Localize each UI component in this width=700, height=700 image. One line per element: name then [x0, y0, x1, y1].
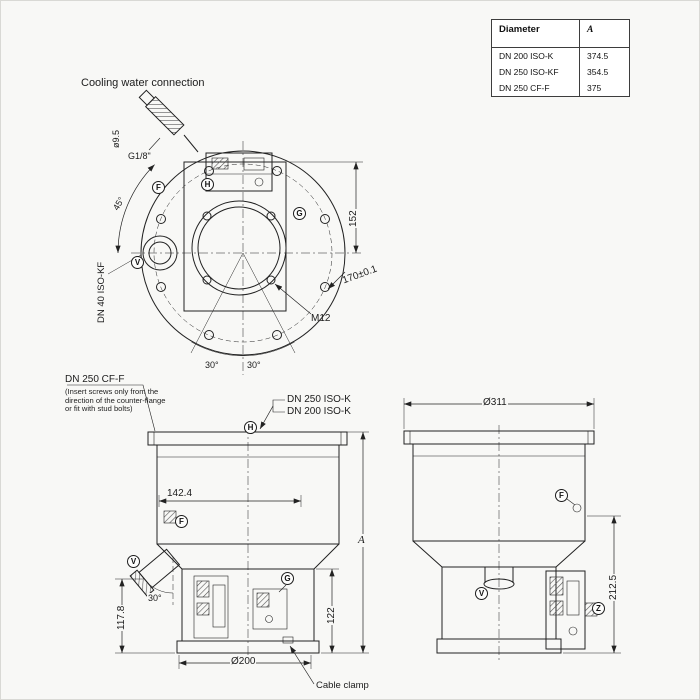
cable-clamp-label: Cable clamp — [316, 680, 369, 691]
side-body — [412, 443, 586, 542]
side-view-linework — [403, 425, 598, 663]
cable-clamp-leader — [289, 645, 315, 685]
spec-diameter-value: DN 250 ISO-KF — [499, 67, 559, 77]
dn250-isok-label: DN 250 ISO-K — [287, 394, 351, 405]
side-f-leader — [566, 498, 576, 506]
marker-z-side: Z — [592, 602, 605, 615]
dn40-flange-label: DN 40 ISO-KF — [96, 261, 107, 323]
marker-f-front: F — [175, 515, 188, 528]
center-tapped-holes — [202, 211, 276, 285]
cable-clamp-detail — [282, 636, 294, 644]
dn40-port-inner — [148, 241, 172, 265]
front-body — [156, 444, 340, 545]
isok-label-bracket — [272, 399, 285, 413]
spec-diameter-value: DN 250 CF-F — [499, 83, 550, 93]
dim-1178-label: 117.8 — [116, 604, 128, 631]
thread-g18-label: G1/8" — [128, 151, 151, 161]
angle-45-arc — [115, 164, 155, 254]
dn250-cff-label: DN 250 CF-F — [65, 374, 125, 385]
marker-v-side: V — [475, 587, 488, 600]
side-taper — [412, 540, 586, 568]
dim-311-label: Ø311 — [482, 397, 508, 409]
side-water-port-detail — [572, 503, 582, 513]
thread-m12-label: M12 — [311, 313, 331, 324]
dn250-cff-note: (Insert screws only from the direction o… — [65, 387, 166, 414]
g18-leader — [148, 137, 161, 151]
table-row: DN 250 CF-F 375 — [492, 80, 630, 97]
angle-30-right-label: 30° — [246, 360, 262, 371]
pipe-diameter-label: ø9.5 — [111, 129, 121, 148]
dim-1424-label: 142.4 — [167, 488, 193, 499]
cf-label-leader — [67, 384, 156, 432]
marker-f-top: F — [152, 181, 165, 194]
marker-v-top: V — [131, 256, 144, 269]
side-base-plate — [436, 638, 562, 654]
isok-label-leader — [259, 405, 274, 430]
spec-a-value: 375 — [579, 80, 630, 97]
angle-30-arc — [191, 341, 295, 356]
spec-table: Diameter A DN 200 ISO-K 374.5 DN 250 ISO… — [491, 19, 630, 97]
front-angle-30-label: 30° — [147, 593, 163, 604]
fitting-pipe-line — [183, 134, 199, 153]
dim-122-label: 122 — [326, 606, 338, 625]
front-g-leader — [278, 584, 287, 593]
marker-g-front: G — [281, 572, 294, 585]
front-taper — [156, 543, 340, 570]
front-flange — [147, 431, 348, 446]
spec-col-a: A — [579, 19, 630, 48]
front-view-linework — [129, 425, 348, 663]
dn200-isok-label: DN 200 ISO-K — [287, 406, 351, 417]
bore-outer-circle — [191, 200, 287, 296]
front-base-plate — [176, 640, 320, 654]
spec-diameter-value: DN 200 ISO-K — [499, 51, 554, 61]
marker-g-top: G — [293, 207, 306, 220]
side-bottom-port — [483, 567, 515, 590]
top-view-linework — [131, 89, 363, 375]
dim-a-label: A — [357, 534, 366, 547]
dim-170-leader — [327, 271, 346, 290]
front-view-dimensions — [67, 384, 369, 685]
dim-152-label: 152 — [348, 209, 360, 228]
housing-outline-top — [183, 161, 287, 312]
table-row: DN 200 ISO-K 374.5 — [492, 47, 630, 64]
spec-a-value: 354.5 — [579, 64, 630, 80]
dn40-port-outer — [142, 235, 178, 271]
top-view-dimensions — [107, 161, 363, 356]
top-connector-detail — [205, 152, 273, 192]
bore-inner-circle — [197, 206, 281, 290]
spec-col-diameter: Diameter — [491, 19, 580, 48]
marker-f-side: F — [555, 489, 568, 502]
spec-a-value: 374.5 — [579, 47, 630, 64]
front-angled-port — [129, 548, 181, 597]
table-row: DN 250 ISO-KF 354.5 — [492, 64, 630, 80]
dim-200-label: Ø200 — [230, 656, 257, 668]
cooling-water-fitting — [138, 89, 185, 136]
m12-leader — [274, 283, 312, 315]
marker-h-top: H — [201, 178, 214, 191]
side-electronics-detail — [545, 570, 598, 650]
front-electronics-detail — [193, 575, 294, 644]
bolt-pitch-circle — [153, 163, 333, 343]
marker-h-front: H — [244, 421, 257, 434]
angle-30-left-label: 30° — [204, 360, 220, 371]
flange-outer-circle — [140, 150, 346, 356]
marker-v-front: V — [127, 555, 140, 568]
dim-2125-label: 212.5 — [608, 573, 620, 601]
cooling-water-label: Cooling water connection — [81, 77, 205, 89]
